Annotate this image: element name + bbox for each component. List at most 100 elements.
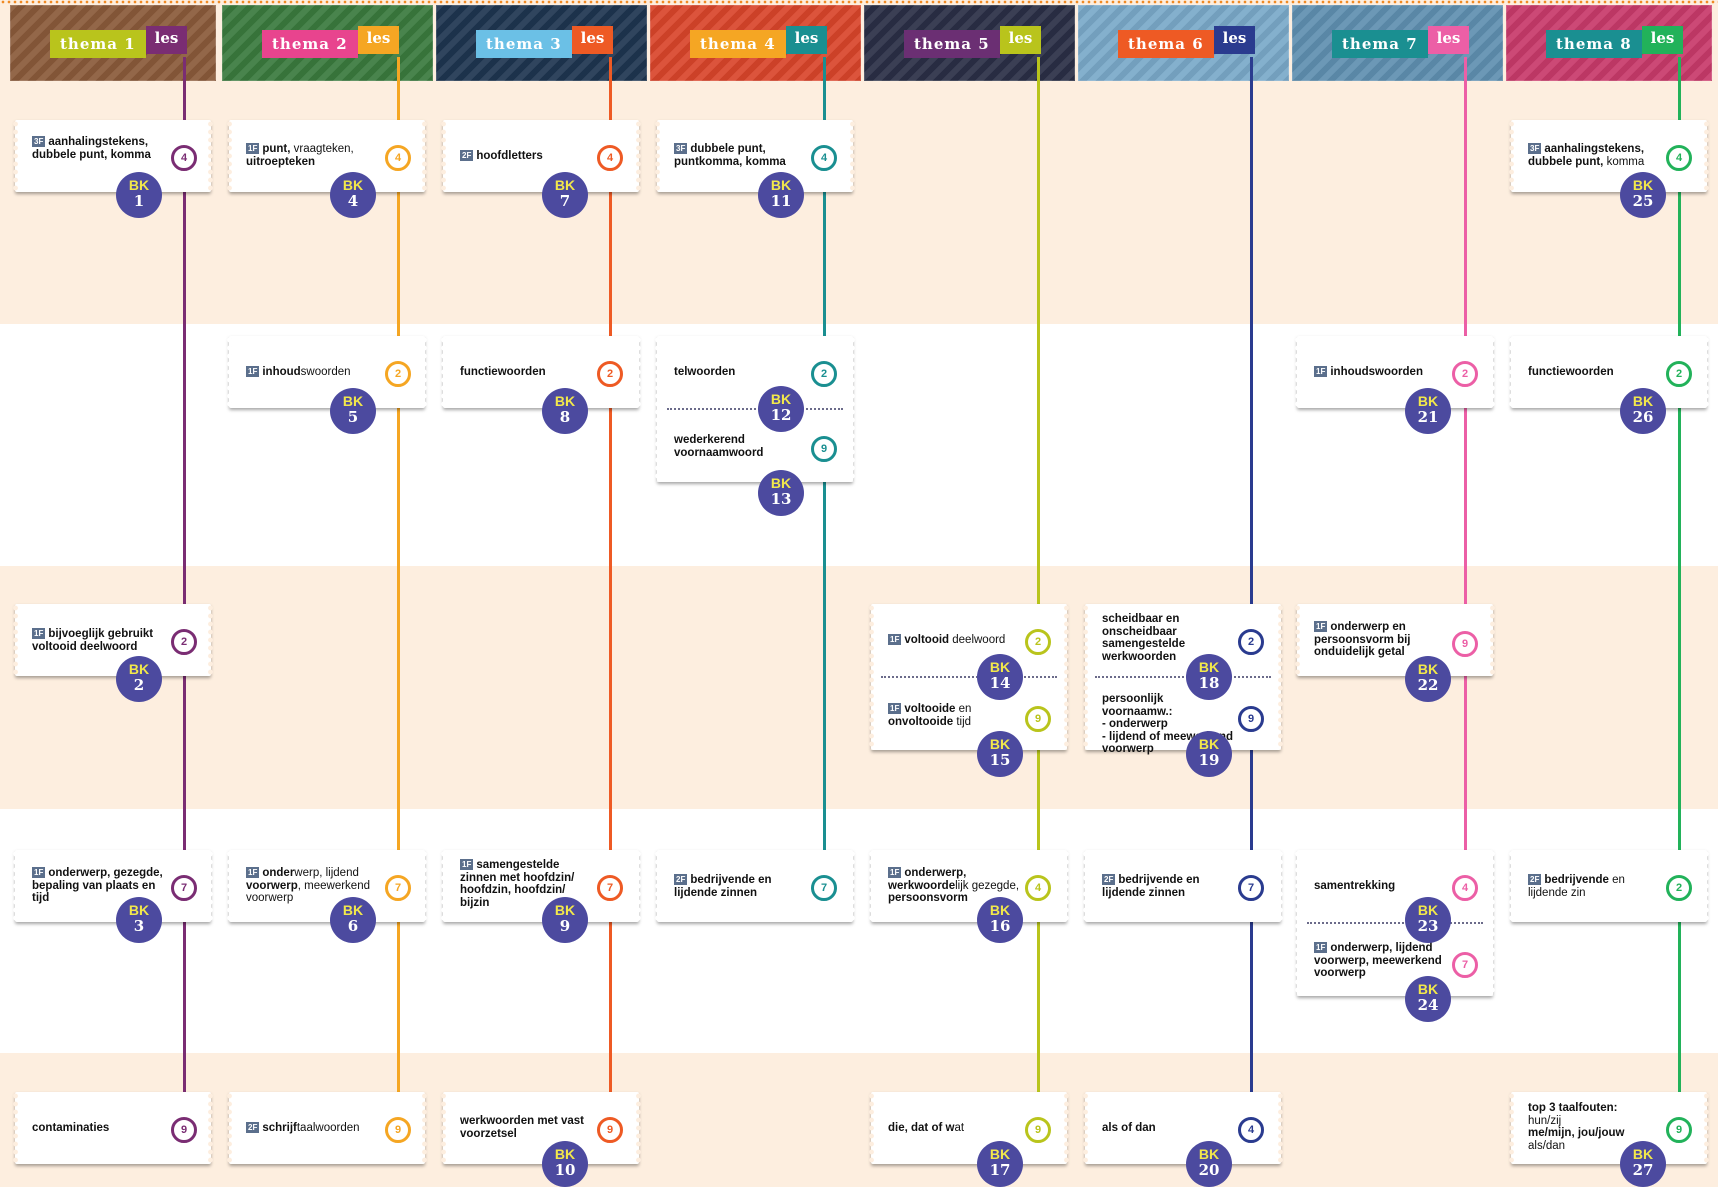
les-label: les xyxy=(1427,26,1470,54)
level-badge: 3F xyxy=(32,136,46,147)
les-number: 2 xyxy=(1666,361,1692,387)
les-number: 7 xyxy=(171,875,197,901)
theme-tag-6: thema 6 les xyxy=(1118,26,1256,58)
les-number: 7 xyxy=(1238,875,1264,901)
card-text: als of dan xyxy=(1102,1122,1156,1134)
theme-tag-5: thema 5 les xyxy=(904,26,1042,58)
theme-label: thema 5 xyxy=(904,30,1000,58)
les-label: les xyxy=(999,26,1042,54)
les-number: 2 xyxy=(385,361,411,387)
card-text: samentrekking xyxy=(1314,880,1396,892)
theme-tag-2: thema 2 les xyxy=(262,26,400,58)
card-divider xyxy=(1095,676,1271,678)
les-number: 7 xyxy=(385,875,411,901)
card-text: functiewoorden xyxy=(1528,366,1614,378)
les-number: 9 xyxy=(1666,1117,1692,1143)
theme-tag-3: thema 3 les xyxy=(476,26,614,58)
les-number: 2 xyxy=(597,361,623,387)
theme-label: thema 8 xyxy=(1546,30,1642,58)
les-number: 9 xyxy=(1238,706,1264,732)
les-number: 2 xyxy=(1025,629,1051,655)
card-text: die, dat of wat xyxy=(888,1122,965,1134)
theme-label: thema 3 xyxy=(476,30,572,58)
les-number: 2 xyxy=(1452,361,1478,387)
les-number: 2 xyxy=(1666,875,1692,901)
timeline-line-7 xyxy=(1464,57,1467,962)
les-number: 4 xyxy=(385,145,411,171)
theme-tag-1: thema 1 les xyxy=(50,26,188,58)
card-text: telwoorden xyxy=(674,366,736,378)
timeline-line-6 xyxy=(1250,57,1253,1142)
les-number: 9 xyxy=(385,1117,411,1143)
les-number: 7 xyxy=(597,875,623,901)
top-dotted-border xyxy=(0,0,1718,4)
theme-tag-7: thema 7 les xyxy=(1332,26,1470,58)
card-text: werkwoorden met vast voorzetsel xyxy=(460,1115,584,1140)
les-number: 9 xyxy=(597,1117,623,1143)
timeline-line-1 xyxy=(183,57,186,1142)
card-text: functiewoorden xyxy=(460,366,546,378)
theme-label: thema 2 xyxy=(262,30,358,58)
card-divider xyxy=(881,676,1057,678)
les-number: 9 xyxy=(811,436,837,462)
timeline-line-2 xyxy=(397,57,400,1142)
les-number: 2 xyxy=(171,629,197,655)
card-divider xyxy=(1307,922,1483,924)
theme-label: thema 1 xyxy=(50,30,146,58)
les-number: 4 xyxy=(171,145,197,171)
theme-tag-8: thema 8 les xyxy=(1546,26,1684,58)
les-number: 9 xyxy=(171,1117,197,1143)
les-label: les xyxy=(571,26,614,54)
les-label: les xyxy=(357,26,400,54)
row-band-3 xyxy=(0,566,1718,809)
card-divider xyxy=(667,408,843,410)
les-number: 7 xyxy=(1452,952,1478,978)
theme-tag-4: thema 4 les xyxy=(690,26,828,58)
card-text: contaminaties xyxy=(32,1122,110,1134)
timeline-line-3 xyxy=(609,57,612,1142)
les-number: 2 xyxy=(811,361,837,387)
